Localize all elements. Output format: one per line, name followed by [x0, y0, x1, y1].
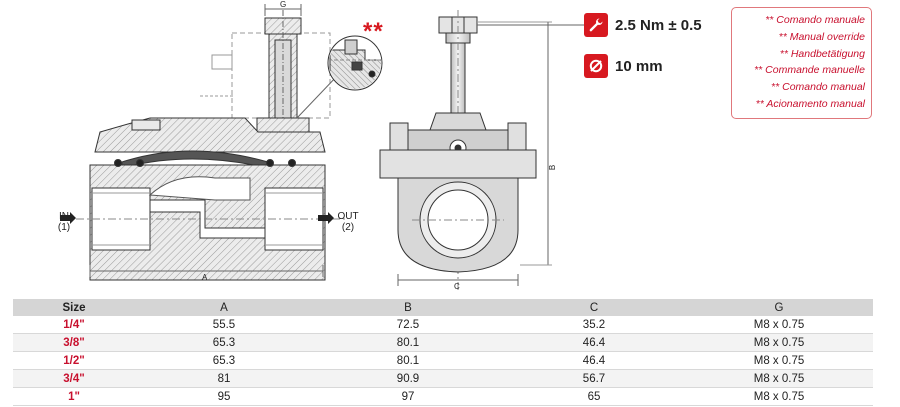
torque-spec: 2.5 Nm ± 0.5 [584, 13, 702, 37]
front-view [379, 10, 586, 290]
diameter-icon [584, 54, 608, 78]
outlet-port-label: OUT (2) [334, 211, 362, 233]
dimension-label-a: A [202, 273, 208, 282]
dimension-g-cell: M8 x 0.75 [685, 316, 873, 334]
dimension-g-cell: M8 x 0.75 [685, 333, 873, 352]
size-cell: 3/4" [13, 369, 135, 388]
outlet-label: OUT [337, 211, 359, 222]
dimension-c-cell: 46.4 [503, 351, 685, 370]
manual-override-detail [296, 35, 383, 119]
dimensions-table: Size A B C G 1/4" 55.5 72.5 35.2 M8 x 0.… [13, 299, 873, 406]
dimension-label-b: B [548, 164, 558, 171]
inlet-label: IN [59, 211, 69, 222]
inlet-number: (1) [57, 222, 71, 233]
dimension-a-cell: 65.3 [135, 351, 313, 370]
dimension-b-cell: 72.5 [313, 316, 503, 334]
dimension-a-cell: 95 [135, 387, 313, 406]
dimension-label-g: G [280, 0, 287, 9]
dimension-c-cell: 56.7 [503, 369, 685, 388]
table-row: 3/4" 81 90.9 56.7 M8 x 0.75 [13, 369, 873, 388]
dimension-a-cell: 55.5 [135, 316, 313, 334]
header-g: G [685, 299, 873, 316]
table-row: 1/2" 65.3 80.1 46.4 M8 x 0.75 [13, 351, 873, 370]
header-a: A [135, 299, 313, 316]
inlet-port-label: IN (1) [52, 211, 76, 233]
size-cell: 1" [13, 387, 135, 406]
dimension-label-c: C [454, 282, 460, 291]
size-cell: 1/2" [13, 351, 135, 370]
dimension-c-cell: 35.2 [503, 316, 685, 334]
size-cell: 3/8" [13, 333, 135, 352]
legend-line-german: ** Handbetätigung [779, 47, 865, 60]
dimension-g-cell: M8 x 0.75 [685, 387, 873, 406]
dimension-b-cell: 97 [313, 387, 503, 406]
table-row: 3/8" 65.3 80.1 46.4 M8 x 0.75 [13, 333, 873, 352]
diameter-value: 10 mm [615, 57, 663, 75]
table-row: 1" 95 97 65 M8 x 0.75 [13, 387, 873, 406]
legend-line-italian: ** Comando manuale [765, 14, 865, 26]
manual-override-marker: ** [363, 18, 384, 45]
torque-value: 2.5 Nm ± 0.5 [615, 16, 702, 34]
header-size: Size [13, 299, 135, 316]
dimension-g-cell: M8 x 0.75 [685, 369, 873, 388]
table-row: 1/4" 55.5 72.5 35.2 M8 x 0.75 [13, 316, 873, 334]
dimension-a-cell: 65.3 [135, 333, 313, 352]
side-section-view [60, 4, 345, 281]
header-b: B [313, 299, 503, 316]
valve-technical-drawing [60, 4, 586, 290]
dimension-a-cell: 81 [135, 369, 313, 388]
dimension-c-cell: 65 [503, 387, 685, 406]
wrench-icon [584, 13, 608, 37]
dimension-b-cell: 80.1 [313, 351, 503, 370]
table-header-row: Size A B C G [13, 299, 873, 316]
dimension-b-cell: 90.9 [313, 369, 503, 388]
diameter-spec: 10 mm [584, 54, 663, 78]
size-cell: 1/4" [13, 316, 135, 334]
legend-line-spanish: ** Comando manual [771, 81, 865, 94]
dimension-b-cell: 80.1 [313, 333, 503, 352]
dimension-c-cell: 46.4 [503, 333, 685, 352]
dimension-g-cell: M8 x 0.75 [685, 351, 873, 370]
legend-line-french: ** Commande manuelle [754, 64, 865, 77]
outlet-number: (2) [341, 222, 355, 233]
legend-line-english: ** Manual override [778, 30, 865, 43]
legend-line-portuguese: ** Acionamento manual [755, 97, 865, 110]
manual-override-legend: ** Comando manuale ** Manual override **… [731, 7, 872, 119]
header-c: C [503, 299, 685, 316]
